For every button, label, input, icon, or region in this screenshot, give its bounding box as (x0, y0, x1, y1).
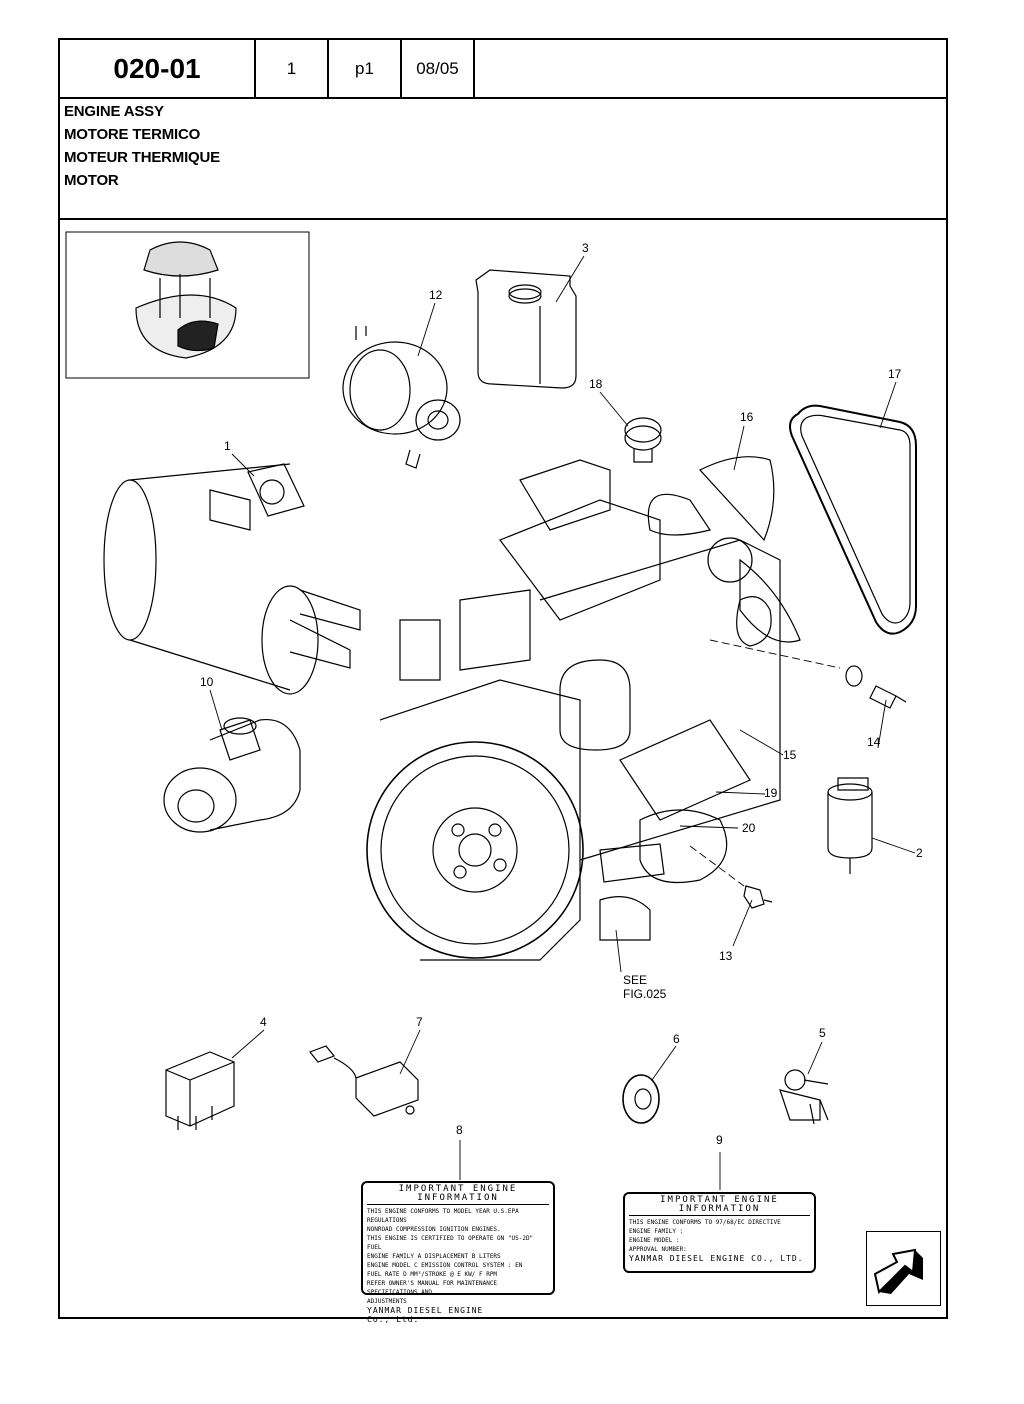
part-9-emission-label: IMPORTANT ENGINE INFORMATION THIS ENGINE… (623, 1192, 816, 1273)
title-french: MOTEUR THERMIQUE (64, 149, 220, 166)
callout-14: 14 (867, 735, 881, 749)
see-ref-line2: FIG.025 (623, 987, 667, 1001)
callout-16: 16 (740, 410, 754, 424)
part-5-pressure-switch (779, 1069, 829, 1125)
engine-block (366, 459, 781, 961)
machine-locator-inset (65, 231, 310, 379)
sealing-washer (845, 665, 863, 687)
part-12-alternator (342, 326, 461, 469)
callout-4: 4 (260, 1015, 267, 1029)
sheet-number: 1 (256, 40, 329, 98)
plate-9-line4: APPROVAL NUMBER: (629, 1246, 687, 1253)
plate-9-heading: IMPORTANT ENGINE INFORMATION (629, 1196, 810, 1216)
callout-18: 18 (589, 377, 603, 391)
callout-8: 8 (456, 1123, 463, 1137)
plate-8-line1: THIS ENGINE CONFORMS TO MODEL YEAR U.S.E… (367, 1208, 519, 1224)
part-16-cooling-fan (647, 456, 801, 643)
arrow-glyph (873, 1248, 923, 1294)
plate-9-footer: YANMAR DIESEL ENGINE CO., LTD. (629, 1254, 804, 1263)
plate-8-line7: REFER OWNER'S MANUAL FOR MAINTENANCE SPE… (367, 1280, 498, 1296)
plate-8-line6: FUEL RATE D MM³/STROKE @ E KW/ F RPM (367, 1271, 498, 1278)
part-3-coolant-tank (475, 269, 577, 389)
see-ref-line1: SEE (623, 973, 647, 987)
plate-8-line3: THIS ENGINE IS CERTIFIED TO OPERATE ON "… (367, 1235, 534, 1251)
part-2-fuel-filter (827, 777, 873, 874)
muffler (103, 463, 361, 695)
callout-19: 19 (764, 786, 778, 800)
callout-numbers: 3 12 17 18 16 1 10 14 15 19 20 2 13 SEE … (200, 241, 923, 1147)
callout-7: 7 (416, 1015, 423, 1029)
callout-9: 9 (716, 1133, 723, 1147)
plate-8-line2: NONROAD COMPRESSION IGNITION ENGINES. (367, 1226, 501, 1233)
part-18-thermostat (624, 417, 662, 463)
plate-8-line4: ENGINE FAMILY A DISPLACEMENT B LITERS (367, 1253, 501, 1260)
part-8-emission-label: IMPORTANT ENGINE INFORMATION THIS ENGINE… (361, 1181, 555, 1324)
callout-20: 20 (742, 821, 756, 835)
part-10-starter-motor (163, 717, 301, 833)
title-block: ENGINE ASSY MOTORE TERMICO MOTEUR THERMI… (60, 99, 946, 220)
part-6-washer (622, 1074, 660, 1124)
plate-8-footer1: YANMAR DIESEL ENGINE (367, 1306, 484, 1315)
callout-3: 3 (582, 241, 589, 255)
callout-12: 12 (429, 288, 443, 302)
callout-2: 2 (916, 846, 923, 860)
plate-9-line1: THIS ENGINE CONFORMS TO 97/68/EC DIRECTI… (629, 1219, 781, 1226)
title-english: ENGINE ASSY (64, 103, 164, 120)
callout-10: 10 (200, 675, 214, 689)
part-14-temp-sender (869, 685, 907, 709)
callout-1: 1 (224, 439, 231, 453)
callout-6: 6 (673, 1032, 680, 1046)
plate-8-heading: IMPORTANT ENGINE INFORMATION (367, 1185, 549, 1205)
page-frame: 020-01 1 p1 08/05 ENGINE ASSY MOTORE TER… (58, 38, 948, 1319)
part-1-exhaust-gasket (247, 463, 305, 517)
revision-date: 08/05 (402, 40, 475, 98)
part-13-oil-sender (743, 885, 773, 909)
callout-13: 13 (719, 949, 733, 963)
leader-lines (209, 255, 916, 1190)
plate-9-line2: ENGINE FAMILY : (629, 1228, 684, 1235)
plate-8-footer2: Co., Ltd. (367, 1315, 420, 1324)
part-17-v-belt (789, 404, 917, 635)
plate-9-line3: ENGINE MODEL : (629, 1237, 680, 1244)
header-row: 020-01 1 p1 08/05 (60, 40, 475, 98)
callout-15: 15 (783, 748, 797, 762)
callout-17: 17 (888, 367, 902, 381)
next-page-arrow-icon[interactable] (866, 1231, 941, 1306)
title-italian: MOTORE TERMICO (64, 126, 201, 143)
page-code: 020-01 (60, 40, 256, 98)
header-divider (60, 97, 946, 99)
plate-8-line8: ADJUSTMENTS (367, 1298, 407, 1305)
title-spanish: MOTOR (64, 172, 119, 189)
page-number: p1 (329, 40, 402, 98)
part-4-relay (165, 1051, 235, 1130)
callout-5: 5 (819, 1026, 826, 1040)
part-7-controller-module (309, 1045, 419, 1117)
plate-8-line5: ENGINE MODEL C EMISSION CONTROL SYSTEM :… (367, 1262, 523, 1269)
